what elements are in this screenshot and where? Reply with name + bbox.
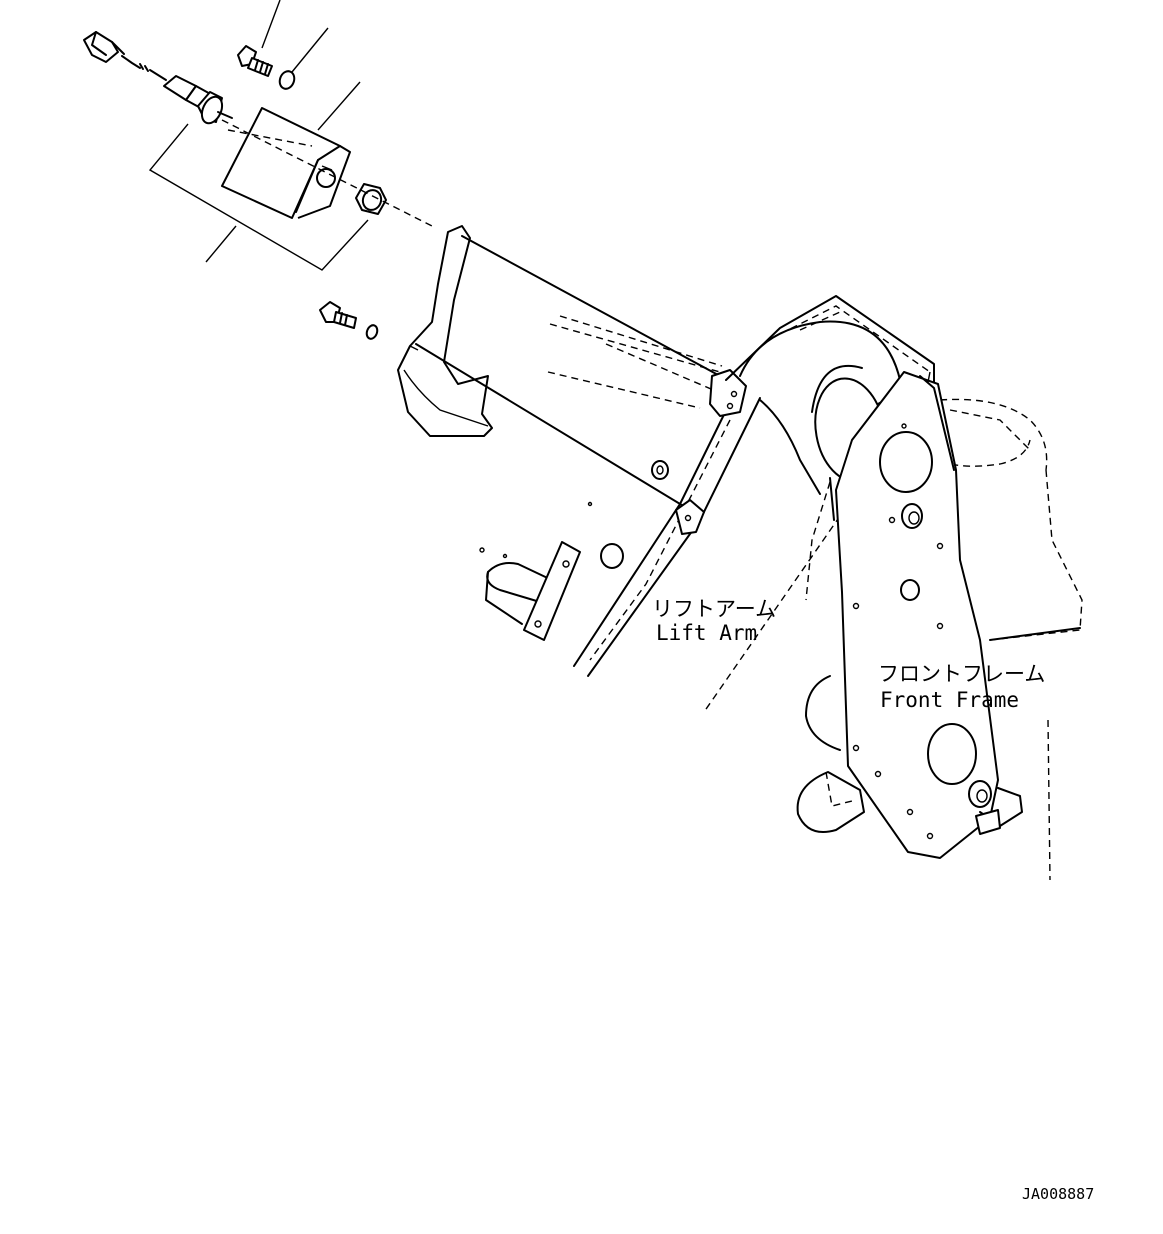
proximity-sensor	[163, 75, 233, 125]
sensor-cable	[121, 55, 141, 69]
front-frame-label-en: Front Frame	[880, 688, 1019, 712]
washer-lower	[365, 324, 379, 340]
cap	[600, 543, 624, 569]
connector-plug	[83, 31, 125, 63]
washer-upper	[278, 70, 296, 90]
front-frame	[796, 371, 1083, 881]
lift-arm-label: リフトアーム Lift Arm	[652, 597, 776, 645]
front-frame-label-jp: フロントフレーム	[878, 662, 1045, 686]
lift-arm-label-en: Lift Arm	[656, 621, 757, 645]
drawing-id: JA008887	[1022, 1185, 1094, 1203]
sensor-bracket	[221, 107, 351, 219]
proximity-sensor-assembly	[83, 0, 433, 340]
bolt-lower	[319, 301, 357, 329]
lift-arm	[397, 225, 935, 713]
nut	[355, 183, 387, 215]
bolt-upper	[237, 45, 273, 77]
lift-arm-label-jp: リフトアーム	[652, 597, 776, 621]
clamp-bracket	[479, 501, 624, 641]
front-frame-label: フロントフレーム Front Frame	[878, 662, 1045, 712]
